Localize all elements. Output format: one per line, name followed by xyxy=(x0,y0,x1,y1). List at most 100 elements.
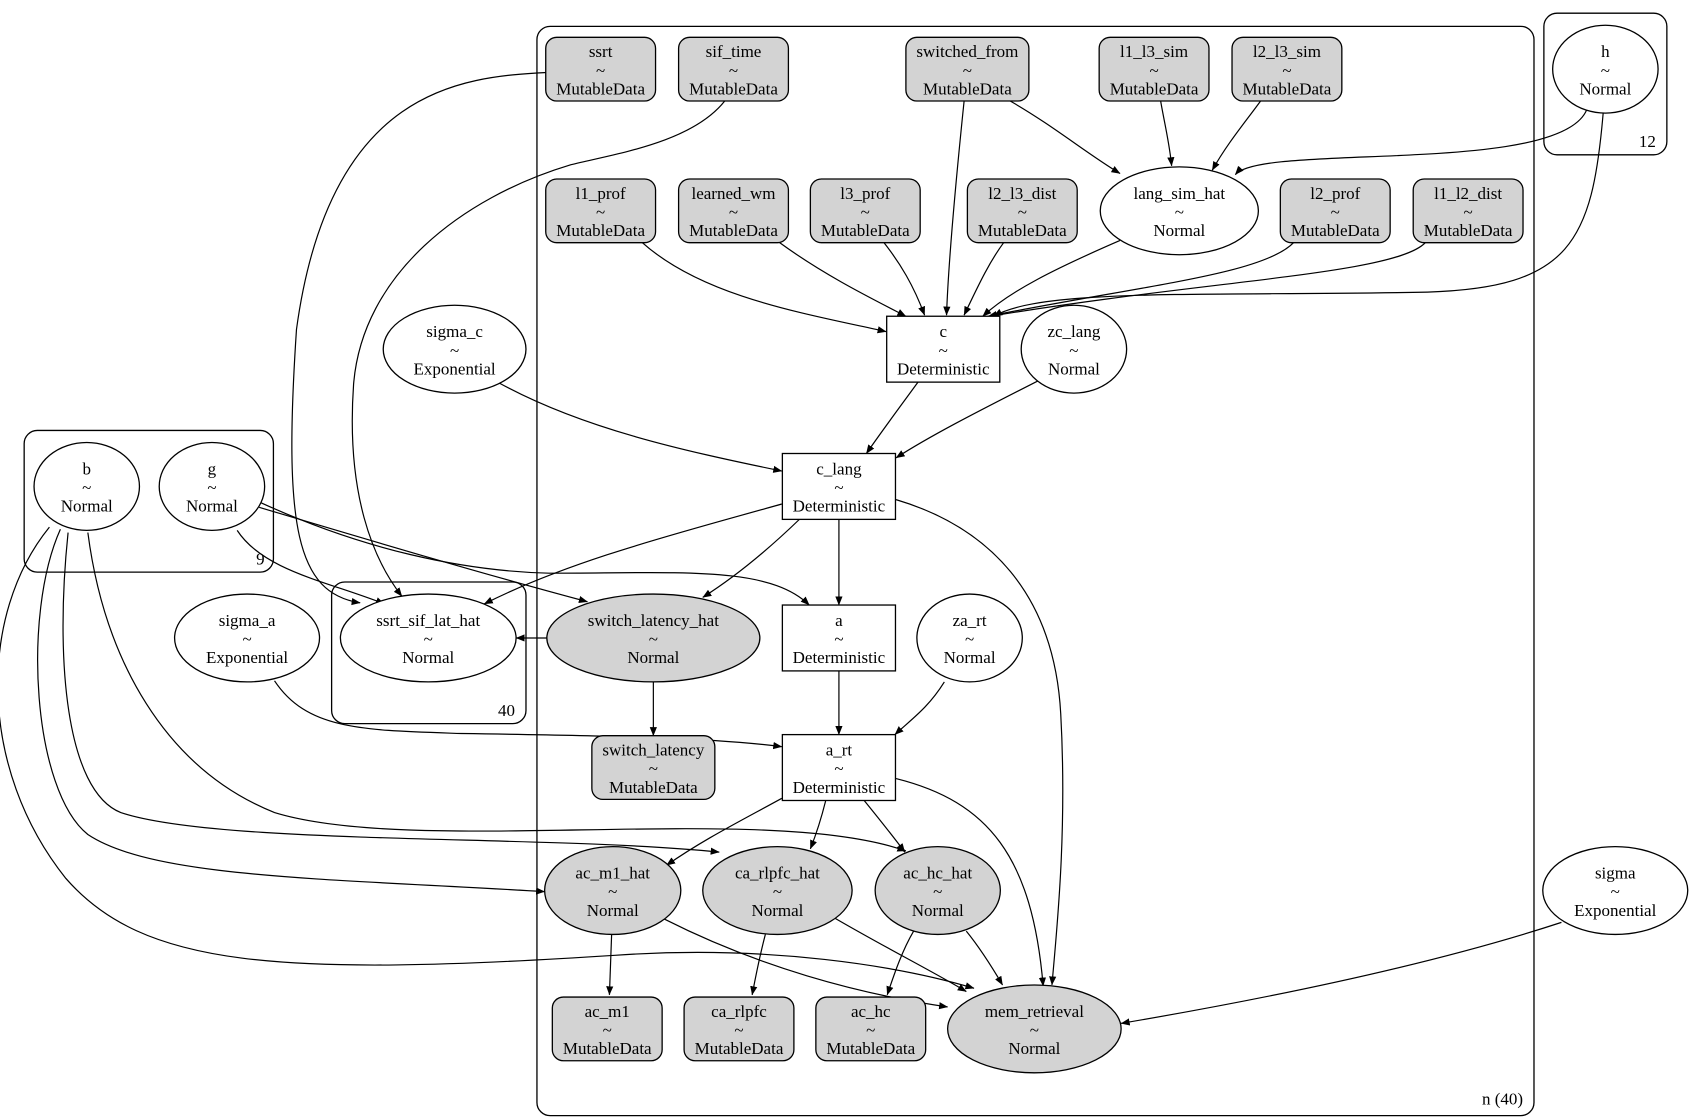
node-name: za_rt xyxy=(953,611,987,630)
edge-ca_rlpfc_hat-to-mem_retrieval xyxy=(834,917,967,993)
node-dist: Normal xyxy=(186,497,238,516)
edge-l1_l2_dist-to-c xyxy=(990,242,1426,319)
edge-lang_sim_hat-to-c xyxy=(982,239,1121,317)
node-name: sigma_a xyxy=(219,611,276,630)
node-learned_wm: learned_wm~MutableData xyxy=(677,178,790,244)
node-dist: Deterministic xyxy=(793,648,886,667)
edge-l2_l3_dist-to-c xyxy=(963,242,1005,316)
node-name: l2_l3_sim xyxy=(1253,42,1321,61)
node-name: l1_l2_dist xyxy=(1434,184,1502,203)
node-name: mem_retrieval xyxy=(985,1002,1084,1021)
node-name: ssrt_sif_lat_hat xyxy=(376,611,480,630)
node-a_rt: a_rt~Deterministic xyxy=(781,733,897,802)
edge-ac_hc_hat-to-ac_hc xyxy=(886,930,915,996)
node-name: ca_rlpfc xyxy=(711,1002,767,1021)
node-lang_sim_hat: lang_sim_hat~Normal xyxy=(1099,166,1260,256)
node-dist: Normal xyxy=(1048,359,1100,378)
node-tilde: ~ xyxy=(933,882,942,901)
node-switch_latency_hat: switch_latency_hat~Normal xyxy=(546,593,761,683)
node-shape-rect xyxy=(781,452,897,521)
node-l1_l2_dist: l1_l2_dist~MutableData xyxy=(1412,178,1524,244)
node-l3_prof: l3_prof~MutableData xyxy=(809,178,921,244)
edge-zc_lang-to-c_lang xyxy=(895,380,1038,459)
node-zc_lang: zc_lang~Normal xyxy=(1020,304,1128,394)
node-name: sigma_c xyxy=(426,322,483,341)
node-tilde: ~ xyxy=(450,341,459,360)
node-shape-rounded-box xyxy=(545,178,657,244)
node-sif_time: sif_time~MutableData xyxy=(677,36,790,102)
node-name: switched_from xyxy=(916,42,1018,61)
edge-b-to-ca_rlpfc_hat xyxy=(62,532,720,855)
edge-a_rt-to-ca_rlpfc_hat xyxy=(809,800,827,850)
edge-a_rt-to-ac_m1_hat xyxy=(666,797,783,866)
node-mem_retrieval: mem_retrieval~Normal xyxy=(946,984,1122,1074)
node-tilde: ~ xyxy=(729,61,738,80)
node-tilde: ~ xyxy=(734,1020,743,1039)
node-shape-ellipse xyxy=(158,441,266,532)
node-dist: MutableData xyxy=(1424,221,1513,240)
edge-ac_m1_hat-to-mem_retrieval xyxy=(664,918,949,1010)
edge-b-to-mem_retrieval xyxy=(0,526,975,990)
node-dist: MutableData xyxy=(1243,79,1332,98)
node-shape-rounded-box xyxy=(809,178,921,244)
edge-h-to-lang_sim_hat xyxy=(1234,109,1588,175)
node-shape-rounded-box xyxy=(966,178,1078,244)
node-shape-rounded-box xyxy=(905,36,1030,102)
edge-sigma_a-to-a_rt xyxy=(274,680,783,750)
node-shape-rounded-box xyxy=(551,996,663,1062)
node-dist: MutableData xyxy=(923,79,1012,98)
node-tilde: ~ xyxy=(1464,202,1473,221)
node-tilde: ~ xyxy=(1331,202,1340,221)
node-a: a~Deterministic xyxy=(781,604,897,672)
node-dist: Exponential xyxy=(414,359,496,378)
node-l2_prof: l2_prof~MutableData xyxy=(1279,178,1391,244)
node-shape-ellipse xyxy=(1099,166,1260,256)
node-ac_hc_hat: ac_hc_hat~Normal xyxy=(874,845,1001,936)
node-shape-rounded-box xyxy=(683,996,795,1062)
node-sigma_a: sigma_a~Exponential xyxy=(173,593,321,683)
node-tilde: ~ xyxy=(424,630,433,649)
node-name: h xyxy=(1601,42,1610,61)
node-name: switch_latency xyxy=(602,740,704,759)
node-shape-rounded-box xyxy=(1412,178,1524,244)
node-tilde: ~ xyxy=(649,759,658,778)
edge-za_rt-to-a_rt xyxy=(894,681,945,736)
node-tilde: ~ xyxy=(1601,61,1610,80)
node-tilde: ~ xyxy=(596,61,605,80)
node-name: a_rt xyxy=(826,740,853,759)
node-ssrt_sif_lat_hat: ssrt_sif_lat_hat~Normal xyxy=(339,593,517,683)
node-tilde: ~ xyxy=(861,202,870,221)
node-h: h~Normal xyxy=(1552,24,1659,114)
node-name: ac_hc xyxy=(851,1002,891,1021)
node-shape-rounded-box xyxy=(1279,178,1391,244)
node-tilde: ~ xyxy=(773,882,782,901)
node-shape-ellipse xyxy=(33,441,141,532)
node-dist: Deterministic xyxy=(793,778,886,797)
edge-l3_prof-to-c xyxy=(883,242,926,316)
node-name: l2_l3_dist xyxy=(988,184,1056,203)
node-shape-rect xyxy=(781,733,897,802)
edge-c_lang-to-ssrt_sif_lat_hat xyxy=(483,503,782,605)
node-name: ssrt xyxy=(589,42,613,61)
node-dist: MutableData xyxy=(556,221,645,240)
node-name: sif_time xyxy=(706,42,762,61)
edge-sigma_c-to-c_lang xyxy=(499,382,783,473)
edge-g-to-switch_latency_hat xyxy=(258,506,588,604)
plate-ssrt_plate: 40 xyxy=(330,581,527,725)
node-dist: MutableData xyxy=(563,1039,652,1058)
node-shape-ellipse xyxy=(1542,845,1689,936)
edge-sigma-to-mem_retrieval xyxy=(1120,921,1562,1026)
node-shape-ellipse xyxy=(946,984,1122,1074)
node-switched_from: switched_from~MutableData xyxy=(905,36,1030,102)
node-tilde: ~ xyxy=(1175,202,1184,221)
node-name: zc_lang xyxy=(1047,322,1100,341)
node-shape-ellipse xyxy=(543,845,682,936)
edge-switched_from-to-c xyxy=(943,100,965,316)
node-dist: MutableData xyxy=(978,221,1067,240)
node-shape-ellipse xyxy=(1020,304,1128,394)
node-g: g~Normal xyxy=(158,441,266,532)
node-name: lang_sim_hat xyxy=(1134,184,1226,203)
edge-l1_prof-to-c xyxy=(641,242,887,334)
node-tilde: ~ xyxy=(729,202,738,221)
edge-c_lang-to-switch_latency_hat xyxy=(702,518,800,598)
